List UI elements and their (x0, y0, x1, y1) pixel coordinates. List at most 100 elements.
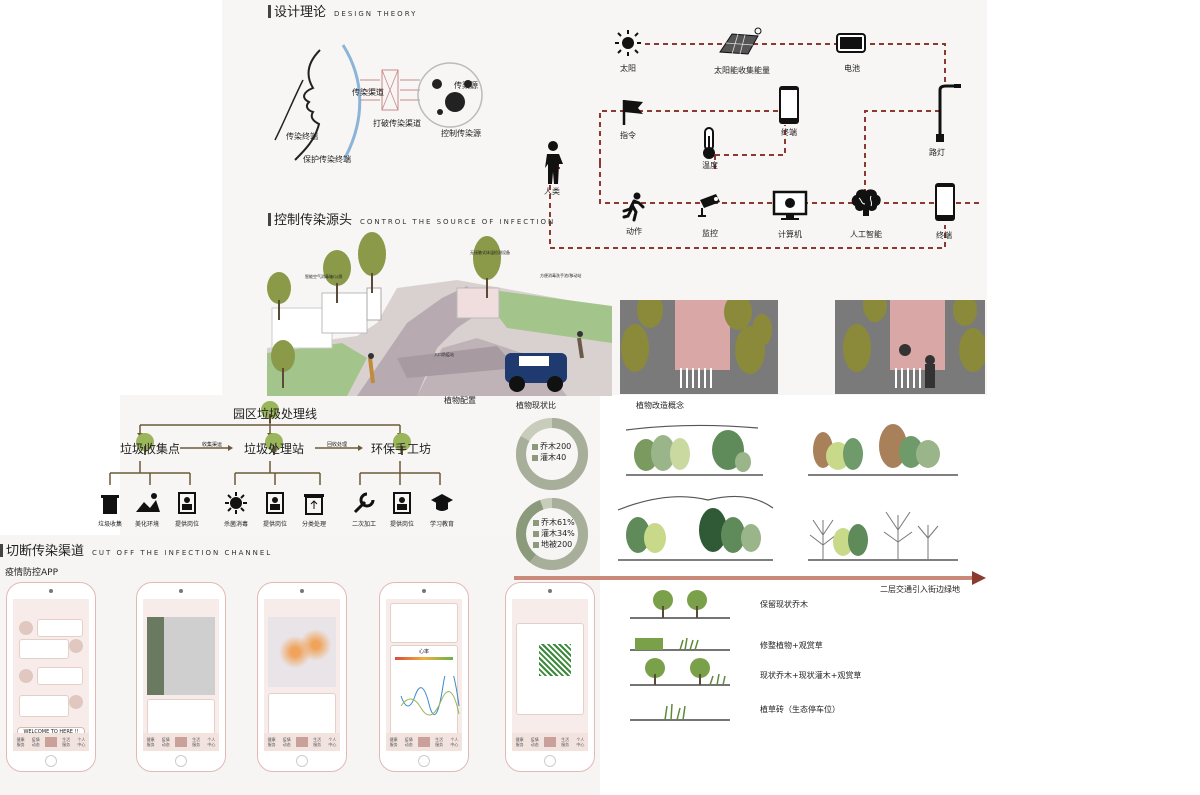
waste-node3: 环保手工坊 (370, 442, 432, 456)
battery-icon (836, 33, 866, 53)
trash-icon (101, 495, 119, 514)
profile-card (390, 603, 458, 643)
home-button[interactable] (544, 755, 556, 767)
waste-title: 园区垃圾处理线 (232, 407, 318, 421)
waste-node2: 垃圾处理站 (243, 442, 305, 456)
avatar (69, 639, 83, 653)
donut-chart-top (516, 418, 588, 490)
home-button[interactable] (418, 755, 430, 767)
donut-top-line-1: 灌木40 (540, 453, 567, 462)
phone-chat: WELCOME TO HERE !! 健康服务疫情动态生活服务个人中心 (6, 582, 96, 772)
label-phone-bottom: 终端 (936, 231, 952, 240)
donut-chart-bottom (516, 498, 588, 570)
donut-bottom-line-2: 地被200 (541, 540, 573, 549)
home-button[interactable] (175, 755, 187, 767)
tab-bar[interactable]: 健康服务疫情动态生活服务个人中心 (512, 733, 588, 751)
label-control-source: 控制传染源 (441, 129, 481, 138)
wrench-icon (353, 492, 375, 514)
home-button[interactable] (45, 755, 57, 767)
phone-qrcode: 健康服务疫情动态生活服务个人中心 (505, 582, 595, 772)
running-person-icon (622, 192, 645, 222)
label-protect-terminal: 保护传染终端 (303, 155, 351, 164)
flag-icon (622, 100, 643, 125)
label-source: 传染源 (454, 81, 478, 90)
phone-chat-screen: WELCOME TO HERE !! 健康服务疫情动态生活服务个人中心 (13, 599, 89, 751)
donut-bottom-legend: 乔木61% 灌木34% 地被200 (533, 517, 575, 550)
planting-rows-illustration (630, 590, 730, 721)
plaza-plan-left (620, 300, 778, 394)
app-label: 疫情防控APP (5, 568, 59, 578)
waste-edge2: 回收处理 (326, 442, 348, 448)
label-solar: 太阳能收集能量 (714, 66, 770, 75)
landscape-icon (136, 493, 160, 512)
caption-plant-status: 植物现状比 (516, 401, 556, 410)
donut-bottom-line-0: 乔木61% (541, 518, 575, 527)
phone-top-icon (779, 86, 799, 124)
phone-bottom-icon (935, 183, 955, 221)
tab-bar[interactable]: 健康服务疫情动态生活服务个人中心 (13, 733, 89, 751)
node3-tree-icon (393, 433, 411, 455)
aerial-map[interactable] (147, 617, 215, 695)
tab-bar[interactable]: 健康服务疫情动态生活服务个人中心 (264, 733, 340, 751)
graduation-cap-icon (431, 494, 453, 511)
cutoff-title-en: CUT OFF THE INFECTION CHANNEL (92, 549, 273, 557)
label-temperature: 温度 (702, 161, 718, 170)
scene-label-a: 智能空气消毒箱/公厕 (305, 274, 343, 279)
waste-icon-label: 二次加工 (351, 521, 377, 528)
label-streetlight: 路灯 (929, 148, 945, 157)
caption-plant-concept: 植物改造概念 (636, 401, 684, 410)
recycle-bin-icon (304, 494, 324, 515)
waste-icon-label: 杀菌消毒 (223, 521, 249, 528)
control-source-title-en: CONTROL THE SOURCE OF INFECTION (360, 218, 556, 226)
caption-plant-config: 植物配置 (444, 396, 476, 405)
waste-icon-label: 学习教育 (429, 521, 455, 528)
smart-system-connectors (549, 43, 980, 249)
design-theory-title: 设计理论 (274, 5, 327, 20)
section-title-design-theory: 设计理论 DESIGN THEORY (268, 1, 417, 20)
heartrate-title: 心率 (418, 649, 429, 655)
planting-row-label-2: 现状乔木+现状灌木+观赏草 (760, 671, 862, 680)
qr-card (516, 623, 584, 715)
waste-node1: 垃圾收集点 (119, 442, 181, 456)
control-source-title: 控制传染源头 (274, 213, 353, 228)
sun-icon (615, 30, 641, 56)
phone-map: 健康服务疫情动态生活服务个人中心 (136, 582, 226, 772)
qr-code[interactable] (539, 644, 571, 676)
scene-label-c: 方便消毒洗手池/移动站 (540, 273, 582, 278)
solar-panel-icon (719, 27, 762, 55)
design-theory-title-en: DESIGN THEORY (334, 10, 418, 18)
waste-tree-connectors (109, 415, 441, 485)
donut-bottom-line-1: 灌木34% (541, 529, 575, 538)
heat-map[interactable] (268, 617, 336, 687)
label-channel: 传染渠道 (352, 88, 384, 97)
waste-icon-label: 提供岗位 (174, 521, 200, 528)
heartrate-chart (400, 676, 460, 716)
label-terminal: 传染终端 (286, 132, 318, 141)
phone-heatmap: 健康服务疫情动态生活服务个人中心 (257, 582, 347, 772)
tab-bar[interactable]: 健康服务疫情动态生活服务个人中心 (143, 733, 219, 751)
phone-qrcode-screen: 健康服务疫情动态生活服务个人中心 (512, 599, 588, 751)
waste-icon-label: 分类处理 (301, 521, 327, 528)
tab-bar[interactable]: 健康服务疫情动态生活服务个人中心 (386, 733, 462, 751)
phone-heartrate: 心率 健康服务疫情动态生活服务个人中心 (379, 582, 469, 772)
label-action: 动作 (626, 227, 642, 236)
home-button[interactable] (296, 755, 308, 767)
phone-heartrate-screen: 心率 健康服务疫情动态生活服务个人中心 (386, 599, 462, 751)
label-camera: 监控 (702, 229, 718, 238)
planting-row-label-3: 植草砖（生态停车位） (760, 705, 840, 714)
avatar (19, 669, 33, 683)
node1-tree-icon (136, 433, 154, 455)
human-icon (545, 141, 563, 184)
label-battery: 电池 (844, 64, 860, 73)
worker-icon (178, 492, 196, 514)
worker-icon (393, 492, 411, 514)
entrance-scene-illustration (267, 232, 612, 396)
avatar (69, 695, 83, 709)
donut-top-line-0: 乔木200 (540, 442, 572, 451)
avatar (19, 621, 33, 635)
waste-icon-label: 提供岗位 (262, 521, 288, 528)
label-ai: 人工智能 (850, 230, 882, 239)
waste-icon-label: 美化环境 (134, 521, 160, 528)
road-caption: 二层交通引入街边绿地 (880, 585, 960, 594)
